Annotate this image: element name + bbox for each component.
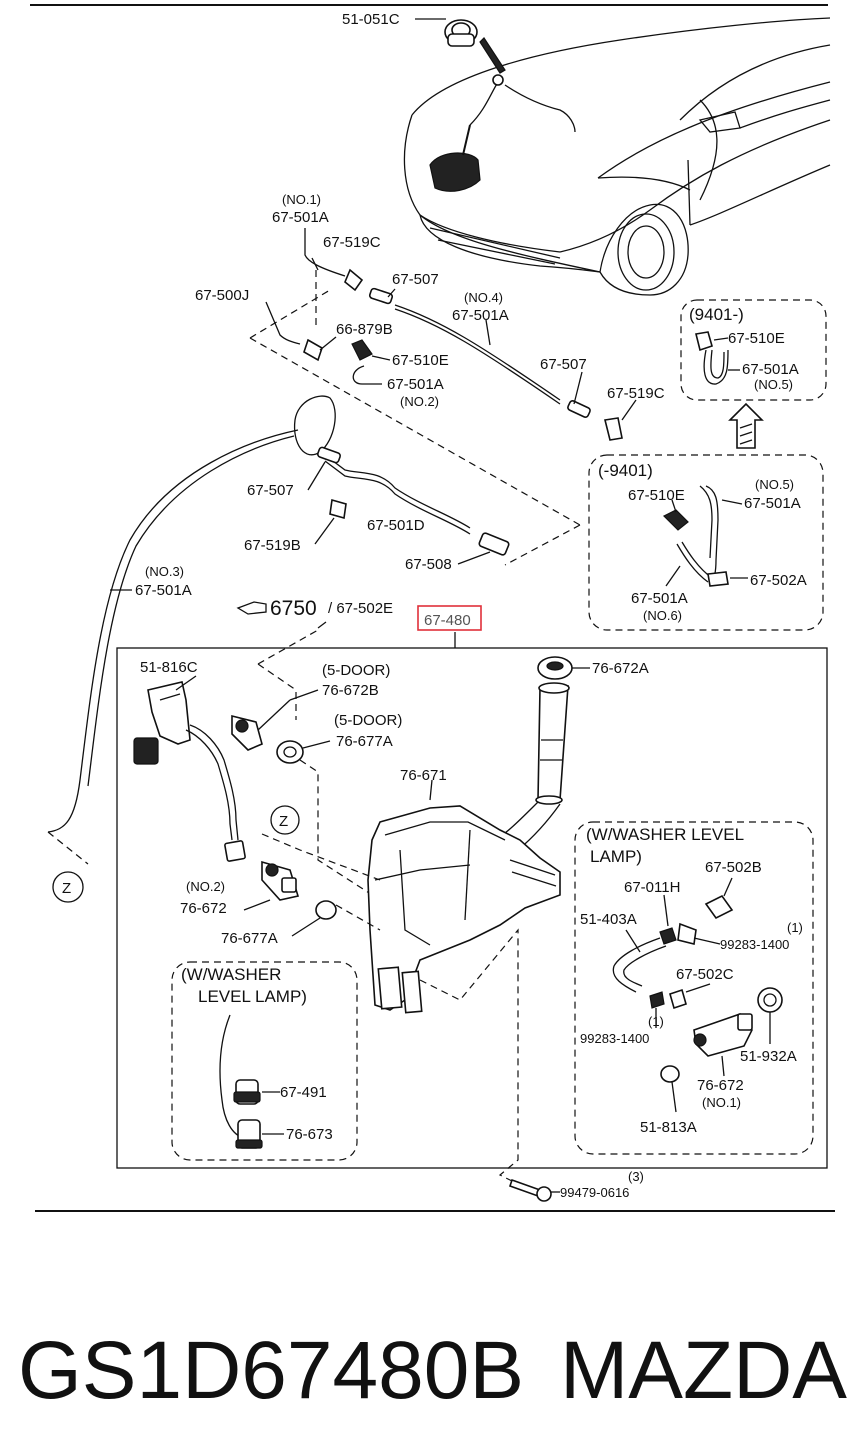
- label-67-519c-b: 67-519C: [607, 385, 665, 402]
- grommet-51-051c: [415, 18, 478, 47]
- arrow-up: [728, 402, 764, 449]
- svg-text:76-672: 76-672: [180, 900, 227, 917]
- svg-text:(3): (3): [628, 1169, 644, 1184]
- label-67-501d: 67-501D: [367, 517, 425, 534]
- svg-text:67-501A: 67-501A: [744, 495, 801, 512]
- svg-text:67-491: 67-491: [280, 1084, 327, 1101]
- label-6750: 6750: [270, 597, 317, 620]
- label-67-501a-no1: 67-501A: [272, 209, 329, 226]
- box-level-lamp-right: (W/WASHER LEVEL LAMP) 67-502B 67-011H 51…: [574, 821, 814, 1155]
- hose-routing-upper: [47, 228, 637, 865]
- svg-text:(1): (1): [787, 920, 803, 935]
- svg-text:67-510E: 67-510E: [728, 330, 785, 347]
- svg-text:67-510E: 67-510E: [628, 487, 685, 504]
- label-67-500j: 67-500J: [195, 287, 249, 304]
- svg-text:67-011H: 67-011H: [624, 879, 680, 896]
- label-67-507-c: 67-507: [247, 482, 294, 499]
- box-9401-new: (9401-) 67-510E 67-501A (NO.5): [680, 299, 827, 401]
- svg-text:76-677A: 76-677A: [221, 930, 278, 947]
- svg-text:LEVEL LAMP): LEVEL LAMP): [198, 987, 307, 1006]
- label-51-051c: 51-051C: [342, 11, 400, 28]
- screw-99479-0616: (3) 99479-0616: [508, 1169, 644, 1202]
- main-assembly-box: 51-816C (5-DOOR) 76-672B (5-DOOR) 76-677…: [116, 647, 828, 1186]
- svg-text:67-502A: 67-502A: [750, 572, 807, 589]
- label-no3: (NO.3): [145, 564, 184, 579]
- svg-text:LAMP): LAMP): [590, 847, 642, 866]
- label-67-508: 67-508: [405, 556, 452, 573]
- svg-text:(W/WASHER: (W/WASHER: [181, 965, 281, 984]
- box-9401-old: (-9401) 67-510E (NO.5) 67-501A 67-502A 6…: [588, 454, 824, 631]
- main-part-label: 67-480: [417, 605, 482, 648]
- svg-text:(5-DOOR): (5-DOOR): [334, 712, 402, 729]
- svg-text:99479-0616: 99479-0616: [560, 1185, 629, 1200]
- label-67-501a-no3: 67-501A: [135, 582, 192, 599]
- label-67-502e: / 67-502E: [328, 600, 393, 617]
- label-no1: (NO.1): [282, 192, 321, 207]
- svg-text:(NO.1): (NO.1): [702, 1095, 741, 1110]
- label-67-501a-no2: 67-501A: [387, 376, 444, 393]
- car-illustration: [403, 17, 831, 296]
- svg-text:51-403A: 51-403A: [580, 911, 637, 928]
- svg-text:99283-1400: 99283-1400: [720, 937, 789, 952]
- svg-text:(W/WASHER LEVEL: (W/WASHER LEVEL: [586, 825, 744, 844]
- z-marker-left: Z: [52, 871, 84, 903]
- part-number: GS1D67480B: [18, 1325, 524, 1416]
- label-67-519c-a: 67-519C: [323, 234, 381, 251]
- svg-text:51-816C: 51-816C: [140, 659, 198, 676]
- svg-text:(9401-): (9401-): [689, 305, 744, 324]
- svg-text:Z: Z: [62, 880, 71, 897]
- svg-text:(-9401): (-9401): [598, 461, 653, 480]
- svg-text:(NO.5): (NO.5): [754, 377, 793, 392]
- svg-text:76-677A: 76-677A: [336, 733, 393, 750]
- svg-text:76-671: 76-671: [400, 767, 447, 784]
- svg-text:67-501A: 67-501A: [742, 361, 799, 378]
- svg-text:(5-DOOR): (5-DOOR): [322, 662, 390, 679]
- label-67-507-a: 67-507: [392, 271, 439, 288]
- svg-text:67-502C: 67-502C: [676, 966, 734, 983]
- svg-text:51-813A: 51-813A: [640, 1119, 697, 1136]
- svg-text:51-932A: 51-932A: [740, 1048, 797, 1065]
- svg-text:Z: Z: [279, 813, 288, 830]
- svg-text:76-672A: 76-672A: [592, 660, 649, 677]
- reference-6750: 6750 / 67-502E: [236, 597, 393, 665]
- label-67-501a-no4: 67-501A: [452, 307, 509, 324]
- svg-text:(NO.5): (NO.5): [755, 477, 794, 492]
- label-66-879b: 66-879B: [336, 321, 393, 338]
- label-no2: (NO.2): [400, 394, 439, 409]
- label-67-519b: 67-519B: [244, 537, 301, 554]
- svg-text:76-672: 76-672: [697, 1077, 744, 1094]
- svg-text:67-502B: 67-502B: [705, 859, 762, 876]
- label-67-507-b: 67-507: [540, 356, 587, 373]
- svg-text:67-480: 67-480: [424, 612, 471, 629]
- brand-name: MAZDA: [560, 1325, 847, 1416]
- svg-text:67-501A: 67-501A: [631, 590, 688, 607]
- svg-text:99283-1400: 99283-1400: [580, 1031, 649, 1046]
- label-no4: (NO.4): [464, 290, 503, 305]
- label-67-510e-a: 67-510E: [392, 352, 449, 369]
- svg-text:76-673: 76-673: [286, 1126, 333, 1143]
- svg-text:(NO.6): (NO.6): [643, 608, 682, 623]
- svg-text:76-672B: 76-672B: [322, 682, 379, 699]
- svg-text:(NO.2): (NO.2): [186, 879, 225, 894]
- box-level-lamp-left: (W/WASHER LEVEL LAMP) 67-491 76-673: [171, 961, 358, 1161]
